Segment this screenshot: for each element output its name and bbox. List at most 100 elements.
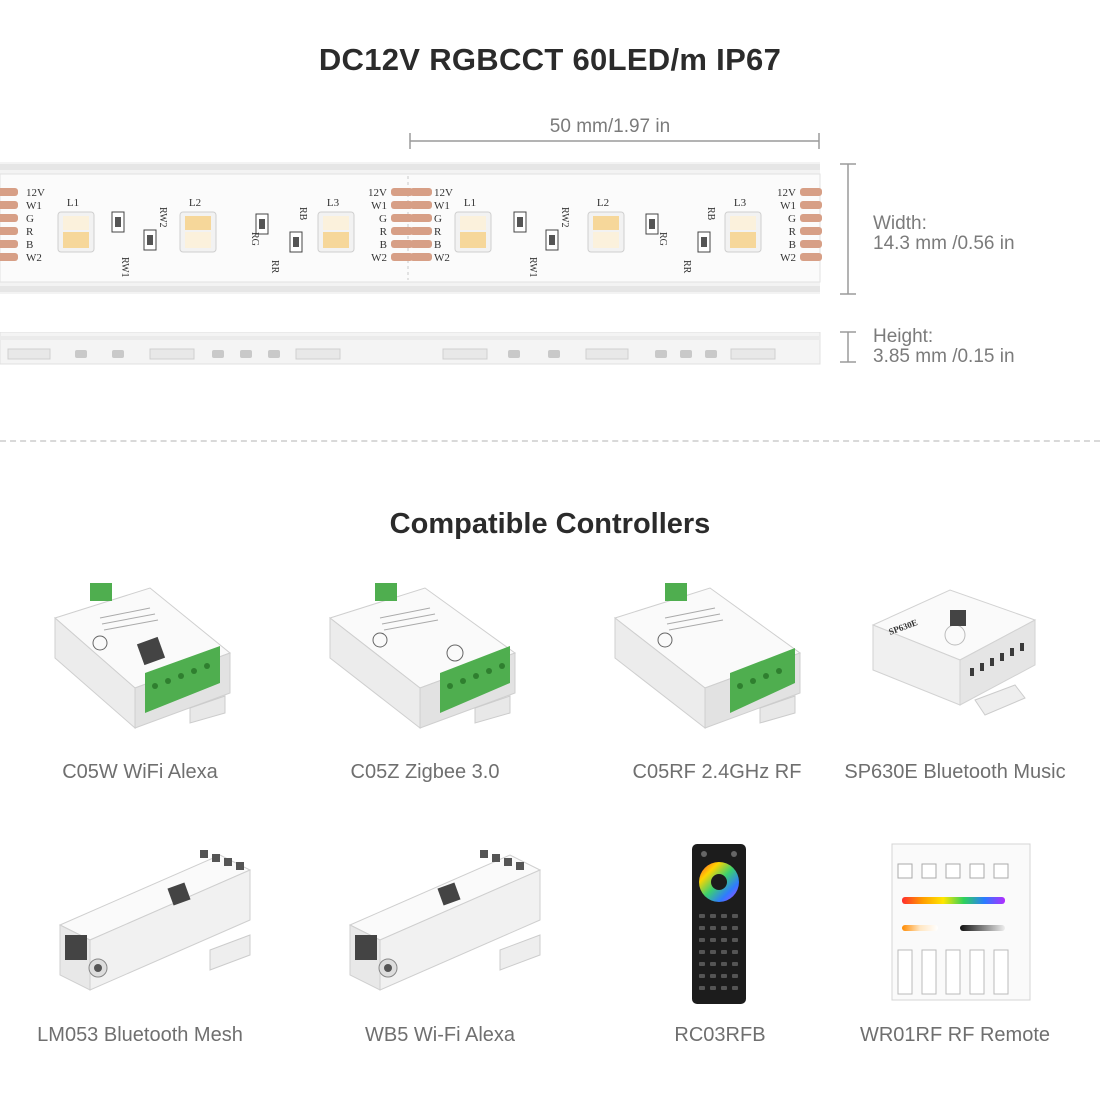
remote-button bbox=[710, 950, 716, 954]
remote-button bbox=[732, 938, 738, 942]
remote-button bbox=[699, 914, 705, 918]
resistor-body bbox=[259, 219, 265, 229]
remote-button bbox=[710, 914, 716, 918]
wifi-alexa-controller-icon bbox=[348, 850, 542, 991]
pad-label: G bbox=[379, 213, 387, 225]
side-component bbox=[508, 350, 520, 358]
side-component bbox=[655, 350, 667, 358]
side-component bbox=[705, 350, 717, 358]
pad-label: G bbox=[26, 213, 34, 225]
led-emitter bbox=[730, 232, 756, 248]
width-value: 14.3 mm /0.56 in bbox=[873, 233, 1015, 254]
solder-pad bbox=[410, 188, 432, 196]
led-emitter bbox=[185, 216, 211, 230]
remote-button bbox=[721, 974, 727, 978]
solder-pad bbox=[391, 227, 413, 235]
led-emitter bbox=[593, 216, 619, 230]
led-label: L2 bbox=[189, 197, 201, 209]
page-title: DC12V RGBCCT 60LED/m IP67 bbox=[318, 42, 782, 77]
bluetooth-mesh-controller-icon bbox=[58, 850, 252, 991]
pad-label: 12V bbox=[434, 187, 453, 199]
pad-label: R bbox=[26, 226, 34, 238]
segment-length-label: 50 mm/1.97 in bbox=[549, 116, 671, 137]
led-emitter bbox=[460, 232, 486, 248]
solder-pad bbox=[410, 240, 432, 248]
pad-label: W2 bbox=[434, 252, 450, 264]
remote-button bbox=[721, 986, 727, 990]
led-emitter bbox=[593, 232, 619, 248]
height-value: 3.85 mm /0.15 in bbox=[873, 346, 1015, 367]
led-label: L1 bbox=[464, 197, 476, 209]
pad-label: W1 bbox=[26, 200, 42, 212]
remote-button bbox=[721, 938, 727, 942]
remote-button bbox=[699, 986, 705, 990]
led-emitter bbox=[63, 216, 89, 230]
pad-label: G bbox=[788, 213, 796, 225]
section-divider bbox=[0, 440, 1100, 442]
resistor-label: RW2 bbox=[157, 207, 168, 228]
pad-label: W1 bbox=[371, 200, 387, 212]
solder-pad bbox=[391, 214, 413, 222]
solder-pad bbox=[0, 253, 18, 261]
solder-pad bbox=[0, 188, 18, 196]
controller-label-rc03rfb: RC03RFB bbox=[674, 1024, 766, 1046]
resistor-body bbox=[649, 219, 655, 229]
pad-label: B bbox=[789, 239, 796, 251]
remote-button bbox=[721, 926, 727, 930]
side-component bbox=[268, 350, 280, 358]
led-emitter bbox=[730, 216, 756, 230]
solder-pad bbox=[800, 227, 822, 235]
resistor-body bbox=[293, 237, 299, 247]
bluetooth-music-controller-icon: SP630E bbox=[871, 589, 1037, 716]
remote-button bbox=[732, 962, 738, 966]
pad-label: 12V bbox=[26, 187, 45, 199]
remote-button bbox=[710, 974, 716, 978]
resistor-body bbox=[147, 235, 153, 245]
solder-pad bbox=[0, 201, 18, 209]
pad-label: R bbox=[380, 226, 388, 238]
pad-label: B bbox=[380, 239, 387, 251]
pad-label: B bbox=[26, 239, 33, 251]
solder-pad bbox=[391, 253, 413, 261]
solder-pad bbox=[391, 201, 413, 209]
remote-button bbox=[710, 938, 716, 942]
remote-button bbox=[699, 926, 705, 930]
solder-pad bbox=[0, 227, 18, 235]
remote-button bbox=[732, 950, 738, 954]
solder-pad bbox=[0, 240, 18, 248]
pad-label: W2 bbox=[26, 252, 42, 264]
controller-label-sp630e: SP630E Bluetooth Music bbox=[844, 761, 1066, 783]
side-led-chip bbox=[585, 348, 629, 360]
led-emitter bbox=[63, 232, 89, 248]
resistor-body bbox=[115, 217, 121, 227]
controller-label-lm053: LM053 Bluetooth Mesh bbox=[37, 1024, 243, 1046]
solder-pad bbox=[410, 201, 432, 209]
side-component bbox=[240, 350, 252, 358]
pad-label: W1 bbox=[434, 200, 450, 212]
pad-label: R bbox=[789, 226, 797, 238]
side-led-chip bbox=[730, 348, 776, 360]
segment-length-dimension-line bbox=[409, 133, 820, 149]
zigbee-controller-icon bbox=[328, 583, 517, 730]
height-label: Height: bbox=[873, 326, 934, 347]
remote-button bbox=[699, 962, 705, 966]
resistor-label: RR bbox=[269, 260, 280, 274]
resistor-body bbox=[517, 217, 523, 227]
resistor-label: RW2 bbox=[559, 207, 570, 228]
controller-label-c05rf: C05RF 2.4GHz RF bbox=[632, 761, 802, 783]
solder-pad bbox=[391, 188, 413, 196]
led-emitter bbox=[185, 232, 211, 248]
led-emitter bbox=[460, 216, 486, 230]
led-emitter bbox=[323, 232, 349, 248]
side-led-chip bbox=[149, 348, 195, 360]
resistor-label: RG bbox=[657, 232, 668, 246]
wifi-controller-icon bbox=[54, 583, 231, 730]
led-strip-top-view: 12VW1GRBW212VW1GRBW212VW1GRBW212VW1GRBW2… bbox=[0, 162, 822, 294]
resistor-body bbox=[549, 235, 555, 245]
resistor-label: RB bbox=[297, 207, 308, 221]
solder-pad bbox=[391, 240, 413, 248]
controllers-title: Compatible Controllers bbox=[389, 508, 711, 540]
pad-label: 12V bbox=[777, 187, 796, 199]
width-dimension-line bbox=[840, 163, 856, 295]
pad-label: R bbox=[434, 226, 442, 238]
